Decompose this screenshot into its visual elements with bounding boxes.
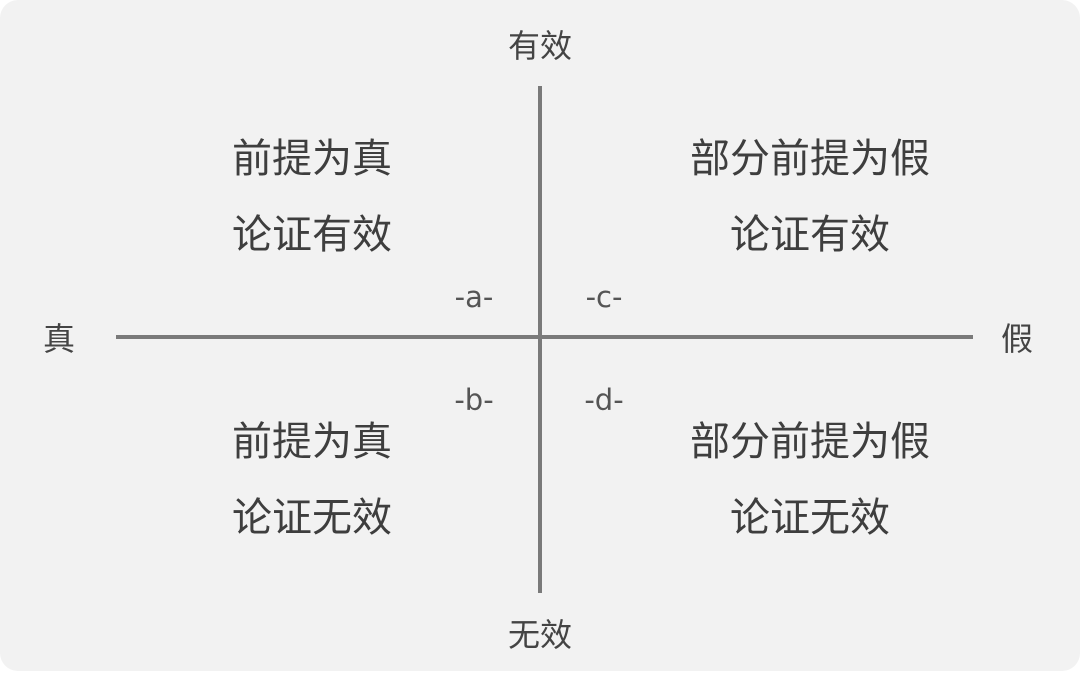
horizontal-axis-line [116, 335, 973, 339]
quadrant-c-line1: 部分前提为假 [690, 136, 930, 182]
axis-label-top: 有效 [507, 27, 573, 65]
quadrant-b-text: 前提为真 论证无效 [232, 404, 392, 556]
quadrant-c-line2: 论证有效 [730, 212, 890, 258]
axis-label-bottom: 无效 [507, 616, 573, 654]
axis-label-right: 假 [1001, 320, 1034, 358]
vertical-axis-line [538, 86, 542, 593]
quadrant-a-line1: 前提为真 [232, 136, 392, 182]
quadrant-a-tag: -a- [454, 280, 494, 314]
quadrant-d-line2: 论证无效 [730, 495, 890, 541]
quadrant-c-text: 部分前提为假 论证有效 [690, 121, 930, 273]
quadrant-a-line2: 论证有效 [232, 212, 392, 258]
quadrant-d-line1: 部分前提为假 [690, 419, 930, 465]
axis-label-left: 真 [43, 320, 76, 358]
quadrant-b-line1: 前提为真 [232, 419, 392, 465]
quadrant-b-line2: 论证无效 [232, 495, 392, 541]
quadrant-c-tag: -c- [585, 280, 623, 314]
quadrant-a-text: 前提为真 论证有效 [232, 121, 392, 273]
quadrant-d-text: 部分前提为假 论证无效 [690, 404, 930, 556]
quadrant-d-tag: -d- [584, 383, 624, 417]
quadrant-b-tag: -b- [454, 383, 494, 417]
